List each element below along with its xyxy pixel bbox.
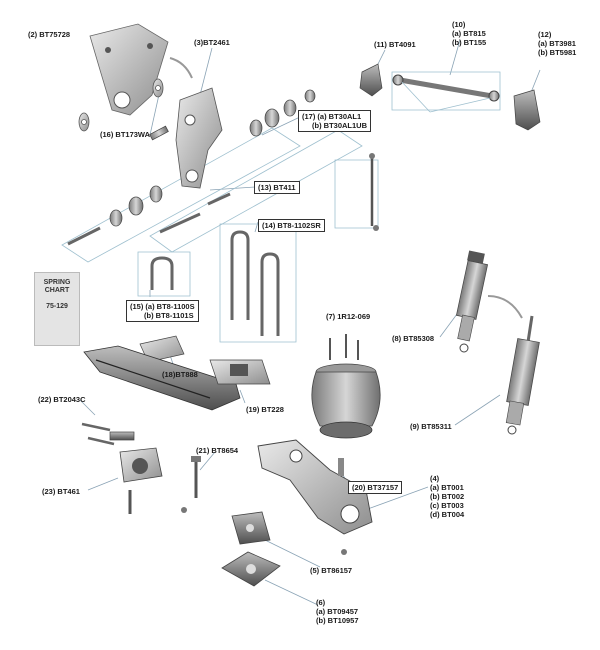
bushings-17: [149, 89, 316, 141]
bushings-13: [67, 185, 231, 246]
hanger-bracket-2: [89, 23, 193, 116]
callout-22: (22) BT2043C: [38, 395, 86, 404]
callout-16: (16) BT173WA: [100, 130, 151, 139]
spring-chart-title: SPRING CHART: [43, 279, 71, 294]
callout-14: (14) BT8-1102SR: [258, 219, 325, 232]
shackle-16: [78, 78, 164, 132]
shock-absorber-9: [505, 315, 540, 435]
clamp-23: [119, 447, 163, 514]
callout-3: (3)BT2461: [194, 38, 230, 47]
callout-15: (15) (a) BT8-1100S(b) BT8-1101S: [126, 300, 199, 322]
callout-13: (13) BT411: [254, 181, 300, 194]
callout-7: (7) 1R12-069: [326, 312, 371, 321]
callout-9: (9) BT85311: [410, 422, 452, 431]
callout-4: (4)(a) BT001(b) BT002(c) BT003(d) BT004: [430, 474, 465, 519]
bracket-12: [513, 89, 541, 131]
sway-bar-link: [369, 153, 379, 231]
shock-absorber-8: [455, 250, 523, 353]
spring-chart-range: 75-129: [46, 303, 68, 310]
callout-19: (19) BT228: [246, 405, 284, 414]
u-bracket-5: [231, 511, 271, 545]
bracket-3: [175, 87, 223, 189]
callout-20: (20) BT37157: [348, 481, 403, 494]
air-spring-7: [311, 334, 381, 439]
callout-21: (21) BT8654: [196, 446, 239, 455]
callout-10: (10)(a) BT815(b) BT155: [452, 20, 487, 47]
callout-18: (18)BT888: [162, 370, 198, 379]
callout-8: (8) BT85308: [392, 334, 435, 343]
plate-6: [221, 551, 281, 587]
u-bolt-14: [230, 230, 280, 336]
callout-6: (6)(a) BT09457(b) BT10957: [316, 598, 359, 625]
bracket-11: [359, 63, 383, 97]
callout-17: (17) (a) BT30AL1(b) BT30AL1UB: [298, 110, 372, 132]
bolt-21: [181, 456, 201, 513]
callout-11: (11) BT4091: [374, 40, 416, 49]
track-bar-10: [392, 74, 500, 113]
callout-12: (12)(a) BT3981(b) BT5981: [538, 30, 577, 57]
bolts-22: [81, 422, 135, 446]
spring-plate: [83, 345, 241, 411]
pad-19: [209, 359, 271, 385]
u-bolt-15: [150, 256, 174, 290]
callout-2: (2) BT75728: [28, 30, 71, 39]
callout-5: (5) BT86157: [310, 566, 353, 575]
callout-23: (23) BT461: [42, 487, 80, 496]
axle-bracket-4: [257, 439, 373, 555]
spring-chart-card: SPRING CHART 75-129: [34, 272, 80, 346]
